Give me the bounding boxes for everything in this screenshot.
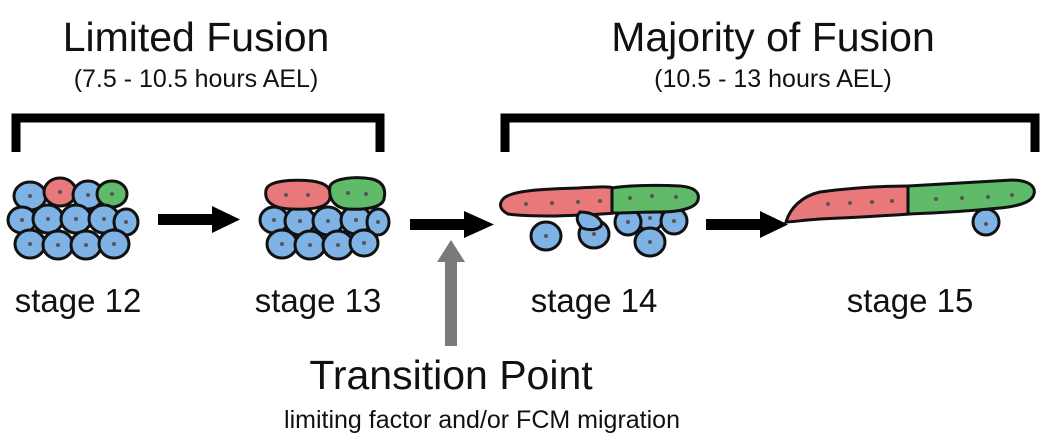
phase-title-limited-fusion: Limited Fusion (62, 14, 330, 60)
bracket-limited-fusion (11, 113, 385, 152)
bracket-majority-of-fusion (500, 113, 1040, 152)
phase-subtitle-limited-fusion: (7.5 - 10.5 hours AEL) (73, 65, 319, 93)
stage-label-15: stage 15 (846, 282, 974, 319)
arrow-stage12-to-13 (158, 206, 240, 233)
myotube-green-medium (610, 183, 700, 215)
stage-label-14: stage 14 (530, 282, 658, 319)
stage-15-cell-cluster (784, 178, 1036, 237)
myotube-red-long (784, 184, 912, 224)
myotube-green-long (906, 178, 1036, 216)
myotube-red-medium (499, 185, 616, 218)
stage-15-nuclei (826, 193, 1014, 226)
stage-14-nuclei (524, 194, 678, 244)
stage-12-cell-cluster (6, 176, 140, 261)
stage-label-12: stage 12 (14, 282, 142, 319)
myotube-green-small (328, 176, 387, 211)
arrow-stage13-to-14 (410, 211, 494, 238)
phase-subtitle-majority-of-fusion: (10.5 - 13 hours AEL) (654, 65, 892, 93)
arrow-stage14-to-15 (706, 211, 788, 238)
phase-title-majority-of-fusion: Majority of Fusion (611, 14, 935, 60)
stage-14-cell-cluster (499, 183, 700, 258)
transition-point-arrow (437, 240, 465, 346)
transition-point-subtitle: limiting factor and/or FCM migration (284, 406, 680, 434)
stage-label-13: stage 13 (254, 282, 382, 319)
stage-13-nuclei (272, 191, 380, 247)
myotube-red-small (264, 178, 332, 211)
transition-point-title: Transition Point (309, 352, 593, 398)
stage-12-nuclei (20, 190, 128, 247)
stage-13-cell-cluster (258, 176, 391, 261)
myotube-red-extension (575, 210, 604, 232)
